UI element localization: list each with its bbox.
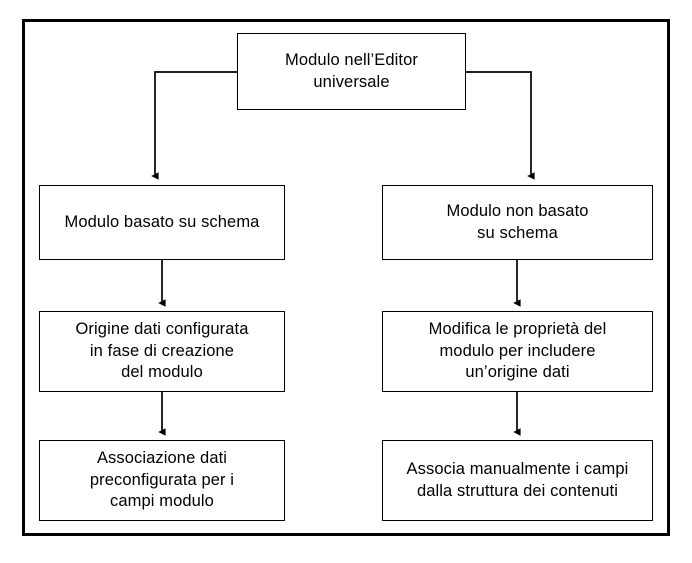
node-label: Modulo non basato su schema [446,201,589,242]
node-label: Associa manualmente i campi dalla strutt… [406,459,629,500]
node-origine-dati-configurata[interactable]: Origine dati configurata in fase di crea… [39,311,285,392]
node-label: Modulo basato su schema [64,212,260,231]
node-label: Associazione dati preconfigurata per i c… [89,448,235,511]
node-label: Modifica le proprietà del modulo per inc… [428,319,607,382]
node-associazione-dati-preconfigurata[interactable]: Associazione dati preconfigurata per i c… [39,440,285,521]
node-label: Modulo nell’Editor universale [285,50,418,91]
node-modifica-proprieta-modulo[interactable]: Modifica le proprietà del modulo per inc… [382,311,653,392]
node-modulo-non-basato-su-schema[interactable]: Modulo non basato su schema [382,185,653,260]
node-label: Origine dati configurata in fase di crea… [75,319,249,382]
node-modulo-nell-editor-universale[interactable]: Modulo nell’Editor universale [237,33,466,110]
node-modulo-basato-su-schema[interactable]: Modulo basato su schema [39,185,285,260]
node-associa-manualmente-campi[interactable]: Associa manualmente i campi dalla strutt… [382,440,653,521]
